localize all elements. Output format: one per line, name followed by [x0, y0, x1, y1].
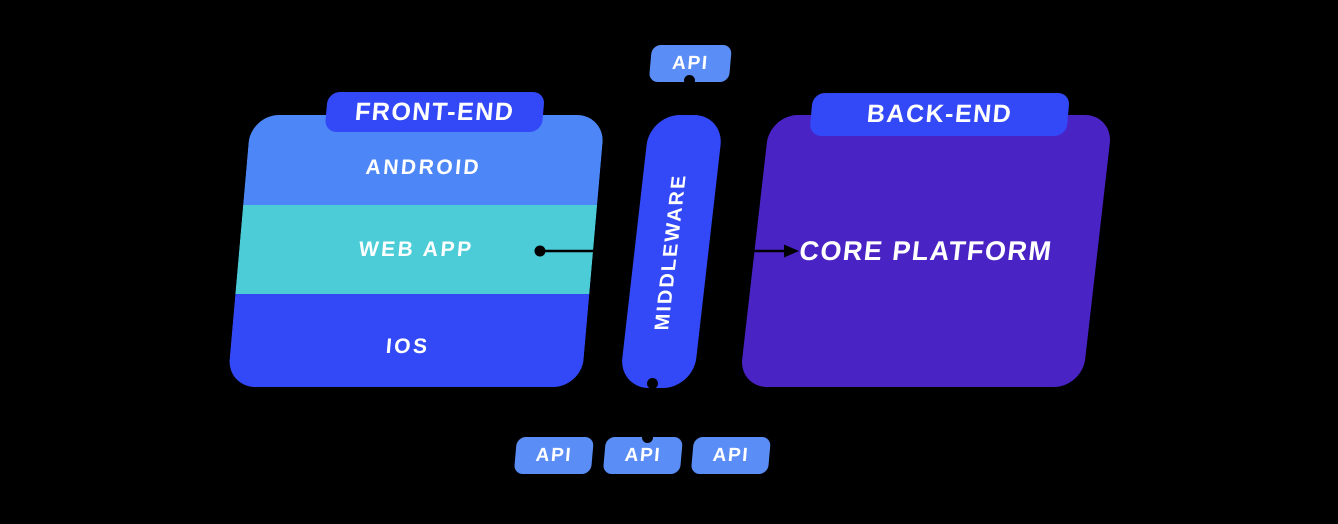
api-chip-bottom-1: API — [513, 437, 594, 474]
web-app-label: WEB APP — [357, 237, 475, 261]
ios-label: IOS — [384, 334, 431, 358]
front-end-layer-webapp: WEB APP — [235, 205, 598, 294]
api-top-connector-dot — [684, 75, 695, 86]
api-bottom-3-label: API — [711, 444, 750, 466]
back-end-block: CORE PLATFORM — [739, 115, 1113, 387]
api-bottom-1-label: API — [534, 444, 573, 466]
api-chip-bottom-3: API — [690, 437, 771, 474]
front-end-badge-label: FRONT-END — [353, 97, 516, 126]
front-end-badge: FRONT-END — [324, 92, 545, 132]
middleware-label: MIDDLEWARE — [651, 173, 691, 330]
front-end-block: ANDROID WEB APP IOS — [227, 115, 605, 387]
middleware-pill: MIDDLEWARE — [618, 115, 724, 388]
back-end-badge-label: BACK-END — [865, 100, 1014, 128]
android-label: ANDROID — [364, 156, 483, 179]
back-end-badge: BACK-END — [809, 93, 1070, 136]
api-top-label: API — [671, 52, 710, 74]
api-bottom-2-label: API — [623, 444, 662, 466]
api-chip-bottom-2: API — [602, 437, 683, 474]
front-end-layer-ios: IOS — [227, 294, 590, 387]
middleware-bottom-connector-dot — [647, 378, 658, 389]
api-middle-connector-dot — [642, 432, 653, 443]
core-platform-label: CORE PLATFORM — [797, 235, 1055, 266]
